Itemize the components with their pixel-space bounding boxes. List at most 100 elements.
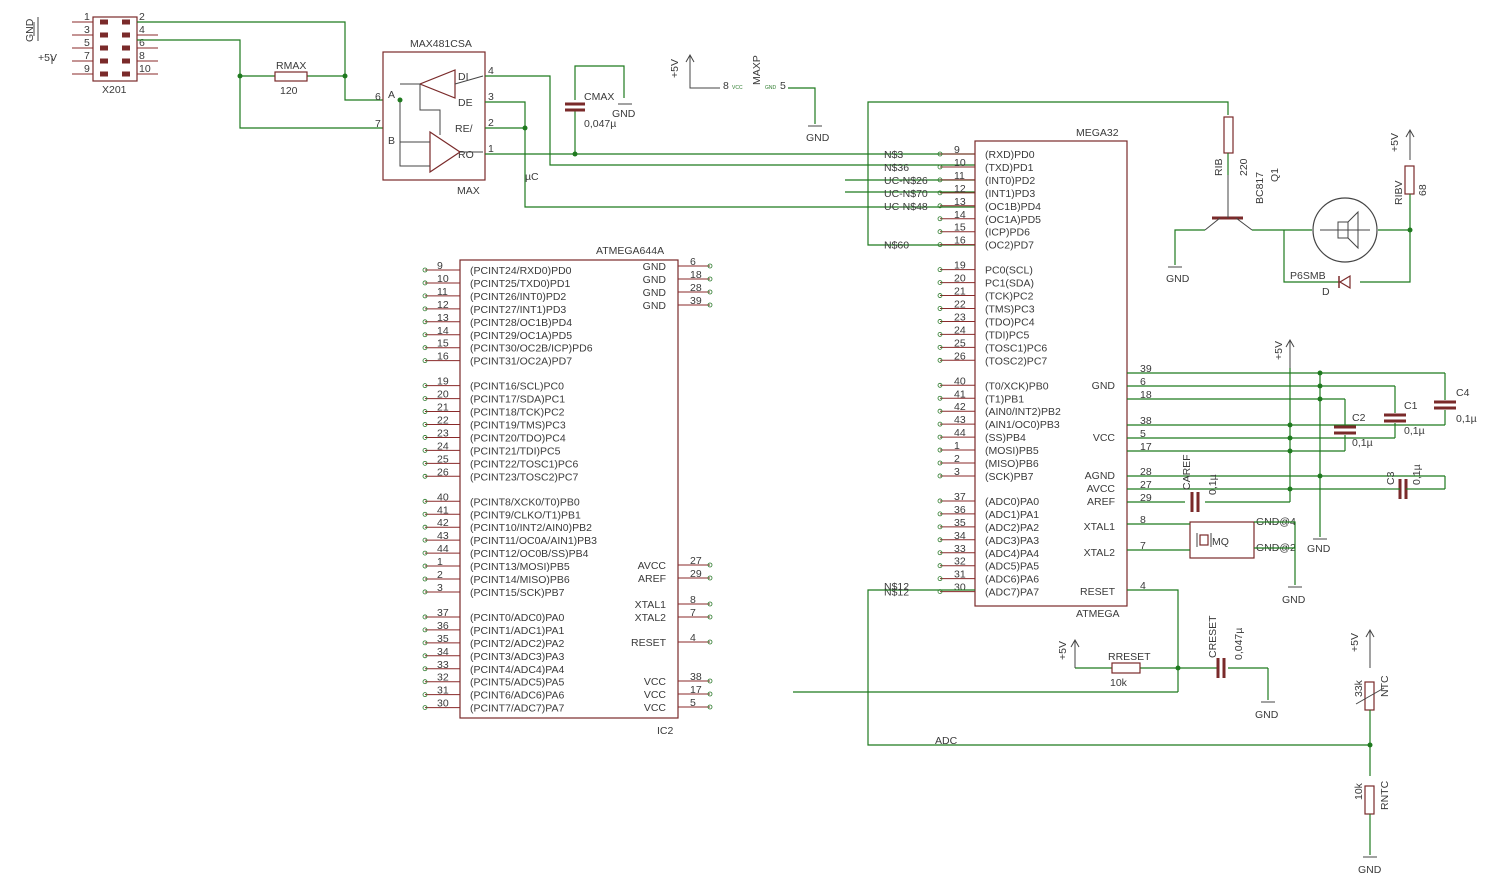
ntc-p5v: +5V (1349, 633, 1361, 652)
atmega644-rpin-label-38: VCC (644, 676, 667, 688)
atmega644-pin-num-25: 25 (437, 453, 449, 465)
mega32-pin-num-19: 19 (954, 260, 966, 272)
mega32-pin-label-15: (ICP)PD6 (985, 227, 1030, 239)
mega32-rpin-num-39: 39 (1140, 363, 1152, 375)
mega32-pin-label-16: (OC2)PD7 (985, 240, 1034, 252)
atmega644-rpin-num-7: 7 (690, 607, 696, 619)
atmega644-pin-num-31: 31 (437, 685, 449, 697)
cmax-name: CMAX (584, 91, 614, 103)
atmega644-pin-num-35: 35 (437, 633, 449, 645)
mega32-pin-num-16: 16 (954, 235, 966, 247)
atmega644-rpin-label-39: GND (643, 300, 667, 312)
atmega644-pin-label-24: (PCINT21/TDI)PC5 (470, 445, 561, 457)
max481-num-7: 7 (375, 118, 381, 130)
rmax-name: RMAX (276, 60, 306, 72)
mega32-net-9: N$3 (884, 149, 903, 161)
atmega644-rpin-label-5: VCC (644, 702, 667, 714)
atmega644-pin-num-24: 24 (437, 440, 449, 452)
atmega644-pin-label-40: (PCINT8/XCK0/T0)PB0 (470, 496, 580, 508)
maxp-vcc: VCC (732, 85, 743, 91)
atmega644-pin-num-42: 42 (437, 517, 449, 529)
max481-driver-triangle (418, 69, 456, 99)
mega32-pin-label-22: (TMS)PC3 (985, 304, 1035, 316)
mega32-pin-num-35: 35 (954, 517, 966, 529)
c2-name: C2 (1352, 412, 1366, 424)
atmega644-pin-num-9: 9 (437, 260, 443, 272)
mega32-pin-num-32: 32 (954, 556, 966, 568)
atmega644-pin-label-21: (PCINT18/TCK)PC2 (470, 407, 565, 419)
atmega644-pin-label-41: (PCINT9/CLKO/T1)PB1 (470, 509, 581, 521)
atmega644-pin-label-44: (PCINT12/OC0B/SS)PB4 (470, 548, 589, 560)
atmega644-pin-num-13: 13 (437, 312, 449, 324)
atmega644-rpin-label-6: GND (643, 261, 667, 273)
max481-num-6: 6 (375, 91, 381, 103)
rail-p5v: +5V (1273, 341, 1285, 360)
atmega644-pin-num-34: 34 (437, 646, 449, 658)
mega32-pin-num-43: 43 (954, 414, 966, 426)
atmega644-rpin-label-18: GND (643, 274, 667, 286)
mega32-pin-num-44: 44 (954, 427, 966, 439)
mega32-pin-label-20: PC1(SDA) (985, 278, 1034, 290)
atmega644-rpin-label-28: GND (643, 287, 667, 299)
wire-x201-b (137, 39, 383, 129)
wire-di-txd (485, 75, 975, 166)
mega32-name: ATMEGA (1076, 608, 1120, 620)
mega32-pin-label-2: (MISO)PB6 (985, 458, 1039, 470)
atmega644-pin-label-15: (PCINT30/OC2B/ICP)PD6 (470, 343, 593, 355)
atmega644-pin-label-35: (PCINT2/ADC2)PA2 (470, 638, 564, 650)
mega32-pin-label-26: (TOSC2)PC7 (985, 355, 1047, 367)
mega32-pin-num-31: 31 (954, 569, 966, 581)
wire-pd7-buzzer (867, 101, 1229, 246)
mega32-pin-num-40: 40 (954, 375, 966, 387)
mega32-rpin-label-xtal1: XTAL1 (1084, 521, 1115, 533)
mq-gnd-label: GND (1282, 594, 1306, 606)
atmega644-rpin-label-29: AREF (638, 573, 666, 585)
mega32-pin-num-10: 10 (954, 157, 966, 169)
atmega644-rpin-label-4: RESET (631, 637, 667, 649)
max481-num-1: 1 (488, 143, 494, 155)
c1-value: 0,1µ (1404, 425, 1425, 437)
atmega644-pin-label-11: (PCINT26/INT0)PD2 (470, 291, 566, 303)
atmega644-pin-label-14: (PCINT29/OC1A)PD5 (470, 330, 572, 342)
ntc-divider: N$12 ADC +5V 33k NTC 10k RNTC GND (867, 581, 1391, 876)
atmega644-pin-label-23: (PCINT20/TDO)PC4 (470, 432, 566, 444)
max481-body (382, 51, 486, 181)
max481-pin-de: DE (458, 97, 473, 109)
atmega644-rpin-num-29: 29 (690, 568, 702, 580)
mega32-pin-label-43: (AIN1/OC0)PB3 (985, 419, 1060, 431)
max481-pin-a: A (388, 89, 395, 101)
resistor-ribv: +5V RIBV 68 (1389, 128, 1429, 230)
rib-value: 220 (1238, 158, 1250, 176)
mega32-pin-label-13: (OC1B)PD4 (985, 201, 1041, 213)
atmega644-pin-num-44: 44 (437, 543, 449, 555)
mega32-pin-num-9: 9 (954, 144, 960, 156)
atmega644-pin-label-19: (PCINT16/SCL)PC0 (470, 381, 564, 393)
atmega644-pin-label-42: (PCINT10/INT2/AIN0)PB2 (470, 522, 592, 534)
mega32-net-13: UC-N$48 (884, 201, 928, 213)
atmega644-pin-label-25: (PCINT22/TOSC1)PC6 (470, 458, 578, 470)
atmega644-rpin-num-18: 18 (690, 269, 702, 281)
mega32-pin-num-25: 25 (954, 337, 966, 349)
adc-label: ADC (935, 735, 958, 747)
mega32-rpin-num-8: 8 (1140, 514, 1146, 526)
mega32-rpin-label-reset: RESET (1080, 586, 1116, 598)
atmega644-pin-num-1: 1 (437, 556, 443, 568)
mega32-rpin-num-6: 6 (1140, 376, 1146, 388)
mega32-net-11: UC-N$26 (884, 175, 928, 187)
maxp-gnd-pin: 5 (780, 80, 786, 92)
uc-label: µC (525, 171, 539, 183)
atmega644-pin-num-11: 11 (437, 286, 448, 298)
net-n12: N$12 (884, 581, 909, 593)
x201-pin-10: 10 (139, 63, 151, 75)
capacitor-c3: C3 0,1µ (1385, 464, 1423, 499)
rmax-value: 120 (280, 85, 298, 97)
atmega644-pin-num-12: 12 (437, 299, 449, 311)
mega32-pin-label-14: (OC1A)PD5 (985, 214, 1041, 226)
q1-name: Q1 (1269, 168, 1281, 182)
atmega644-pin-label-37: (PCINT0/ADC0)PA0 (470, 612, 564, 624)
x201-pin-4: 4 (139, 24, 145, 36)
mega32-pin-label-24: (TDI)PC5 (985, 329, 1029, 341)
atmega644-name: IC2 (657, 725, 674, 737)
maxp-p5v: +5V (669, 59, 681, 78)
